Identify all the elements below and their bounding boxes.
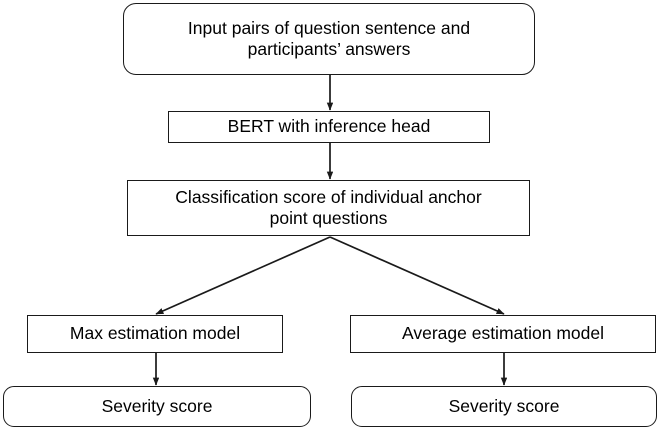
edge-classification-to-max-model — [155, 236, 331, 315]
node-input-pairs-label: Input pairs of question sentence and par… — [187, 17, 471, 59]
node-max-estimation-model: Max estimation model — [27, 315, 283, 353]
node-severity-score-left-label: Severity score — [101, 395, 213, 416]
node-max-estimation-model-label: Max estimation model — [69, 323, 241, 344]
node-bert-inference-head: BERT with inference head — [168, 111, 490, 143]
node-classification-score: Classification score of individual ancho… — [127, 180, 530, 236]
node-classification-score-label: Classification score of individual ancho… — [175, 186, 482, 228]
node-average-estimation-model: Average estimation model — [350, 315, 656, 353]
node-bert-inference-head-label: BERT with inference head — [227, 116, 431, 137]
node-severity-score-left: Severity score — [3, 386, 311, 427]
node-input-pairs: Input pairs of question sentence and par… — [123, 3, 535, 75]
node-severity-score-right: Severity score — [351, 386, 657, 427]
node-severity-score-right-label: Severity score — [448, 395, 560, 416]
edge-classification-to-average-model — [329, 236, 505, 315]
node-average-estimation-model-label: Average estimation model — [401, 323, 604, 344]
